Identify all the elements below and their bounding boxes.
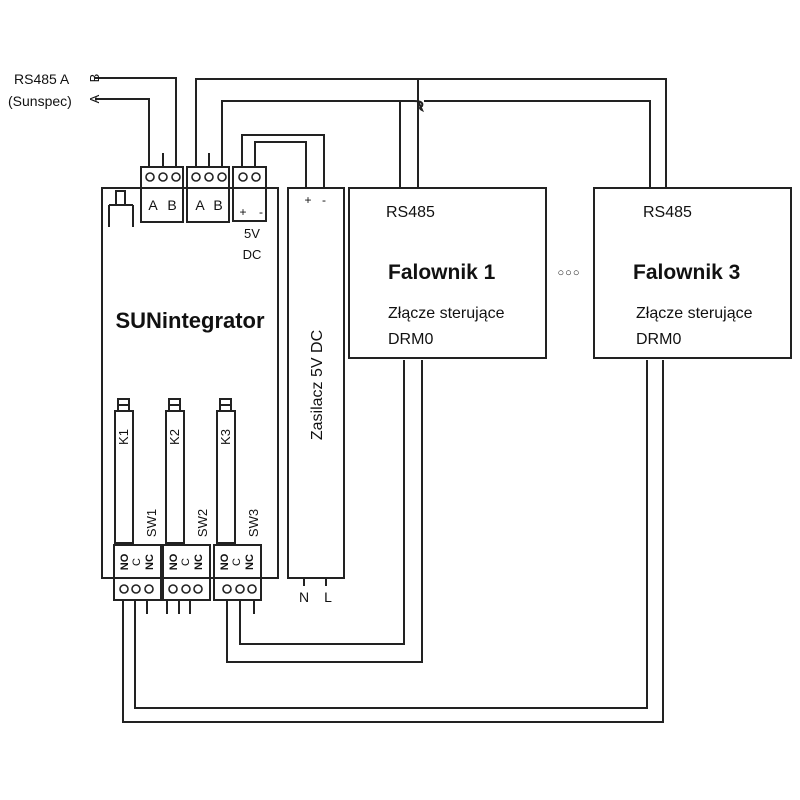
power-terminal-block: + - 5V DC <box>232 166 267 262</box>
block1-b-label: B <box>167 197 176 213</box>
sw3-nc-label: NC <box>244 554 256 570</box>
ellipsis-more-inverters: ○○○ <box>558 267 581 279</box>
wire-sw3-c <box>239 360 405 645</box>
block1-a-label: A <box>148 197 158 213</box>
inverter-3-control-line1: Złącze sterujące <box>636 305 753 322</box>
relay-k3-label: K3 <box>218 429 233 445</box>
rs485-input-label: RS485 A <box>14 71 70 87</box>
sw2-terminal-block: NO C NC <box>162 544 211 601</box>
power-5v-label: 5V <box>244 226 260 241</box>
psu-minus-label: - <box>322 193 326 207</box>
relay-k2-label: K2 <box>167 429 182 445</box>
sw1-c-label: C <box>131 558 143 566</box>
sunspec-label: (Sunspec) <box>8 93 72 109</box>
block2-b-label: B <box>213 197 222 213</box>
wires <box>95 77 667 723</box>
sw1-terminal-block: NO C NC <box>113 544 162 601</box>
wire-5v-minus <box>254 141 307 188</box>
power-dc-label: DC <box>243 247 262 262</box>
wire-bus-b <box>221 100 651 188</box>
switch-sw3-label: SW3 <box>246 509 261 537</box>
inverter-3-port: RS485 <box>643 204 692 221</box>
sw2-c-label: C <box>180 558 192 566</box>
sunintegrator-title: SUNintegrator <box>115 308 265 333</box>
input-terminal-a: A <box>87 94 102 103</box>
relay-k1: K1 SW1 <box>114 398 159 544</box>
wire-sw3-no <box>226 360 423 663</box>
inverter-3: RS485 Falownik 3 Złącze sterujące DRM0 <box>593 187 792 359</box>
sw3-c-label: C <box>231 558 243 566</box>
block2-a-label: A <box>195 197 205 213</box>
wire-sw1-no <box>122 360 664 723</box>
sw3-no-label: NO <box>219 553 231 570</box>
wire-input-a <box>95 98 150 167</box>
wire-5v-plus <box>241 134 325 188</box>
wire-input-b <box>95 77 177 167</box>
power-supply: + - Zasilacz 5V DC N L <box>287 187 345 605</box>
din-clip-icon <box>108 190 134 227</box>
sw3-terminal-block: NO C NC <box>213 544 262 601</box>
switch-sw2-label: SW2 <box>195 509 210 537</box>
inverter-1: RS485 Falownik 1 Złącze sterujące DRM0 <box>348 187 547 359</box>
rs485-terminal-block-2: A B <box>186 166 230 223</box>
relay-k1-label: K1 <box>116 429 131 445</box>
psu-n-label: N <box>299 589 309 605</box>
relay-k2: K2 SW2 <box>165 398 210 544</box>
inverter-1-control-line2: DRM0 <box>388 331 433 348</box>
inverter-1-control-line1: Złącze sterujące <box>388 305 505 322</box>
inverter-1-title: Falownik 1 <box>388 261 496 284</box>
sw2-no-label: NO <box>168 553 180 570</box>
input-terminal-b: B <box>87 74 102 83</box>
sw1-nc-label: NC <box>144 554 156 570</box>
wire-bus-a <box>195 78 667 188</box>
power-minus-label: - <box>259 205 263 219</box>
inverter-1-port: RS485 <box>386 204 435 221</box>
psu-title: Zasilacz 5V DC <box>309 330 326 440</box>
psu-plus-label: + <box>304 193 311 207</box>
wire-sw1-c <box>134 360 648 709</box>
sw1-no-label: NO <box>119 553 131 570</box>
rs485-terminal-block-1: A B <box>140 166 184 223</box>
relay-k3: K3 SW3 <box>216 398 261 544</box>
sw2-nc-label: NC <box>193 554 205 570</box>
psu-l-label: L <box>324 589 332 605</box>
inverter-3-title: Falownik 3 <box>633 261 740 284</box>
inverter-3-control-line2: DRM0 <box>636 331 681 348</box>
switch-sw1-label: SW1 <box>144 509 159 537</box>
power-plus-label: + <box>239 205 246 219</box>
